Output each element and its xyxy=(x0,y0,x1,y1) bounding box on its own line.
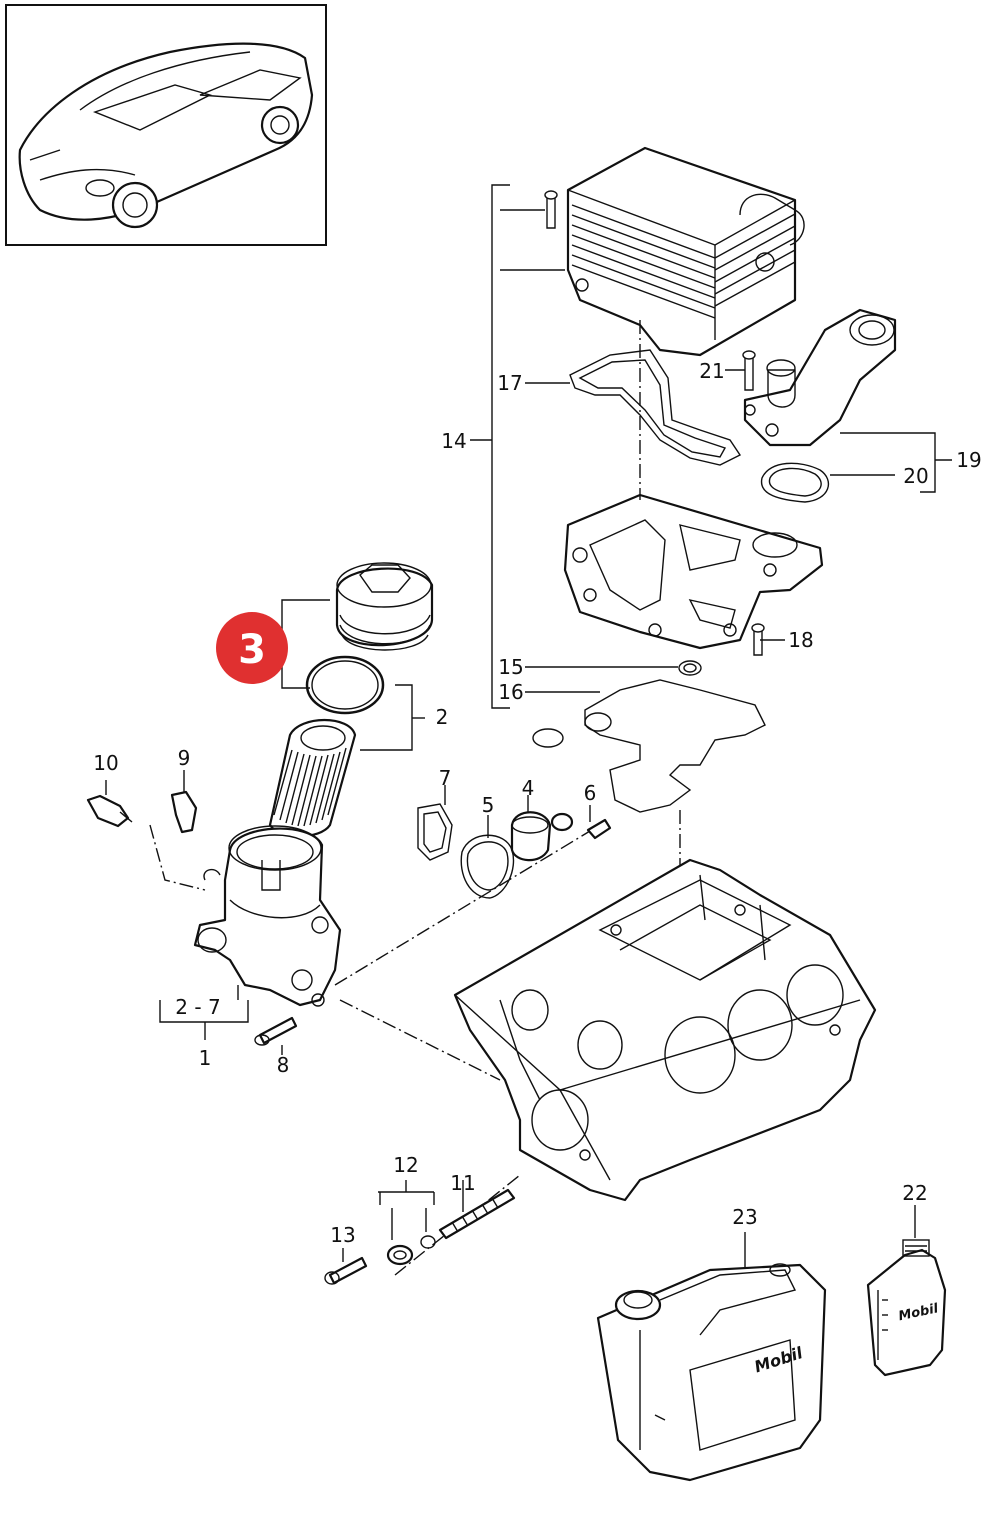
bolt-21 xyxy=(742,350,756,391)
callout-12: 12 xyxy=(393,1153,418,1177)
callout-13: 13 xyxy=(330,1223,355,1247)
callout-17: 17 xyxy=(497,371,522,395)
callout-8: 8 xyxy=(277,1053,290,1077)
oil-filter-cap xyxy=(335,562,434,651)
callout-1: 1 xyxy=(199,1046,212,1070)
gasket-16 xyxy=(532,679,766,813)
cooler-bolt xyxy=(544,190,558,229)
oil-filter-element xyxy=(268,718,357,838)
callout-labels: 1 2 2 - 7 4 5 6 7 8 9 10 11 12 13 14 15 … xyxy=(93,359,981,1247)
oil-cooler xyxy=(566,146,805,357)
callout-9: 9 xyxy=(178,746,191,770)
seal-7 xyxy=(417,785,453,861)
engine-block xyxy=(453,858,877,1202)
callout-19: 19 xyxy=(956,448,981,472)
sensor-10 xyxy=(86,780,133,828)
gasket-17 xyxy=(569,349,742,466)
oil-spray-nozzle-11 xyxy=(438,1180,516,1240)
o-ring xyxy=(305,655,385,715)
bracket-14 xyxy=(470,184,570,709)
highlight-badge-3[interactable]: 3 xyxy=(216,612,288,684)
thermostat-4 xyxy=(510,795,574,862)
callout-11: 11 xyxy=(450,1171,475,1195)
callout-2: 2 xyxy=(436,705,449,729)
bolt-8 xyxy=(254,1016,298,1055)
bolt-13 xyxy=(324,1248,368,1285)
gasket-20 xyxy=(760,462,830,503)
callout-15: 15 xyxy=(498,655,523,679)
bracket-19 xyxy=(725,369,952,493)
oil-bottle: Mobil xyxy=(866,1205,947,1377)
vehicle-thumbnail xyxy=(5,4,327,246)
callout-2-7: 2 - 7 xyxy=(175,995,220,1019)
seals-12 xyxy=(378,1180,436,1266)
callout-14: 14 xyxy=(441,429,466,453)
bolt-18 xyxy=(751,623,765,656)
callout-16: 16 xyxy=(498,680,523,704)
oil-module-plate xyxy=(563,493,824,650)
highlight-badge-label: 3 xyxy=(238,627,266,673)
callout-20: 20 xyxy=(903,464,928,488)
callout-7: 7 xyxy=(439,766,452,790)
callout-18: 18 xyxy=(788,628,813,652)
seal-5 xyxy=(460,815,515,899)
callout-23: 23 xyxy=(732,1205,757,1229)
seal-ring-15 xyxy=(678,660,702,676)
oil-canister: Mobil xyxy=(596,1232,827,1482)
bolt-6 xyxy=(586,805,612,840)
coolant-flange xyxy=(743,308,897,447)
callout-21: 21 xyxy=(699,359,724,383)
callout-6: 6 xyxy=(584,781,597,805)
callout-5: 5 xyxy=(482,793,495,817)
callout-10: 10 xyxy=(93,751,118,775)
callout-22: 22 xyxy=(902,1181,927,1205)
sensor-9 xyxy=(170,770,198,834)
callout-4: 4 xyxy=(522,776,535,800)
oil-filter-housing xyxy=(193,825,342,1007)
